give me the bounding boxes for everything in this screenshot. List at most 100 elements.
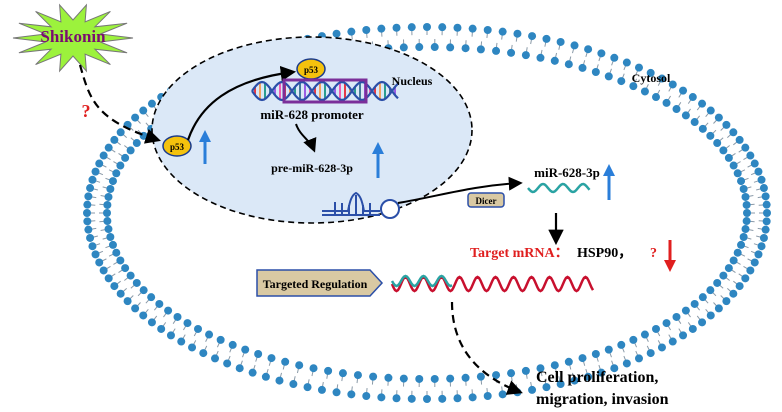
membrane-bead — [622, 359, 631, 368]
membrane-bead — [513, 29, 522, 38]
membrane-bead — [724, 264, 733, 273]
membrane-bead — [399, 374, 408, 383]
outcome-line1: Cell proliferation, — [536, 369, 658, 386]
membrane-bead — [289, 380, 298, 389]
membrane-bead — [254, 350, 263, 359]
membrane-bead — [657, 74, 666, 83]
membrane-bead — [95, 159, 104, 168]
membrane-bead — [164, 306, 173, 315]
membrane-bead — [453, 394, 462, 403]
membrane-bead — [446, 374, 455, 383]
membrane-bead — [423, 23, 431, 31]
membrane-bead — [132, 278, 141, 287]
membrane-bead — [126, 146, 135, 155]
membrane-bead — [241, 345, 250, 354]
promoter-box — [282, 78, 368, 104]
membrane-bead — [139, 311, 148, 320]
membrane-bead — [121, 264, 130, 273]
membrane-bead — [698, 99, 707, 108]
membrane-bead — [733, 169, 742, 178]
membrane-bead — [662, 319, 671, 328]
membrane-bead — [690, 118, 699, 127]
membrane-bead — [729, 256, 738, 265]
outcome-arrow — [450, 301, 523, 395]
shikonin-starburst — [12, 3, 134, 73]
membrane-bead — [761, 225, 770, 234]
membrane-bead — [536, 364, 545, 373]
membrane-bead — [84, 225, 93, 234]
membrane-bead — [634, 63, 643, 72]
membrane-bead — [147, 99, 156, 108]
up-arrow-icon — [372, 142, 384, 178]
membrane-bead — [281, 357, 290, 366]
membrane-bead — [617, 340, 626, 349]
membrane-bead — [713, 278, 722, 287]
membrane-bead — [640, 330, 649, 339]
bound-mirna-strand — [390, 274, 453, 288]
question-target: ? — [650, 246, 657, 261]
membrane-bead — [651, 93, 660, 102]
membrane-bead — [377, 24, 386, 33]
membrane-bead — [688, 324, 697, 333]
membrane-bead — [521, 366, 530, 375]
membrane-bead — [275, 376, 284, 385]
hsp90-label: HSP90， — [577, 246, 632, 261]
membrane-bead — [139, 286, 148, 295]
membrane-bead — [183, 319, 192, 328]
membrane-bead — [542, 383, 551, 392]
membrane-bead — [324, 366, 333, 375]
membrane-bead — [750, 258, 759, 267]
membrane-bead — [604, 72, 613, 81]
shikonin-to-p53-arrow — [78, 64, 161, 144]
membrane-bead — [110, 282, 119, 291]
membrane-bead — [84, 192, 93, 201]
membrane-bead — [556, 37, 565, 46]
mature-mirna-strand — [527, 182, 591, 194]
membrane-bead — [303, 383, 312, 392]
membrane-bead — [267, 354, 276, 363]
membrane-bead — [622, 58, 631, 67]
membrane-bead — [476, 372, 485, 381]
membrane-bead — [309, 364, 318, 373]
membrane-bead — [754, 167, 763, 176]
membrane-bead — [483, 25, 492, 34]
membrane-bead — [384, 373, 393, 382]
membrane-bead — [719, 271, 728, 280]
membrane-bead — [757, 175, 766, 184]
membrane-bead — [550, 361, 559, 370]
membrane-bead — [453, 23, 462, 32]
membrane-bead — [295, 361, 304, 370]
membrane-bead — [698, 318, 707, 327]
membrane-bead — [123, 297, 132, 306]
membrane-bead — [415, 43, 424, 52]
membrane-bead — [634, 354, 643, 363]
membrane-bead — [446, 43, 455, 52]
membrane-bead — [173, 312, 182, 321]
membrane-bead — [99, 151, 108, 160]
membrane-bead — [468, 393, 477, 402]
membrane-bead — [698, 293, 707, 302]
membrane-bead — [83, 209, 91, 217]
membrane-bead — [742, 217, 751, 226]
membrane-bead — [542, 34, 551, 43]
membrane-bead — [739, 232, 748, 241]
membrane-bead — [99, 266, 108, 275]
membrane-bead — [188, 343, 197, 352]
membrane-bead — [139, 106, 148, 115]
membrane-bead — [362, 392, 371, 401]
membrane-bead — [591, 350, 600, 359]
membrane-bead — [741, 192, 750, 201]
membrane-bead — [461, 44, 470, 53]
membrane-bead — [132, 139, 141, 148]
membrane-bead — [116, 161, 125, 170]
membrane-bead — [131, 113, 140, 122]
membrane-bead — [739, 185, 748, 194]
membrane-bead — [104, 192, 113, 201]
membrane-bead — [584, 372, 593, 381]
membrane-bead — [536, 53, 545, 62]
membrane-bead — [741, 143, 750, 152]
membrane-bead — [629, 335, 638, 344]
membrane-bead — [681, 306, 690, 315]
membrane-bead — [672, 312, 681, 321]
